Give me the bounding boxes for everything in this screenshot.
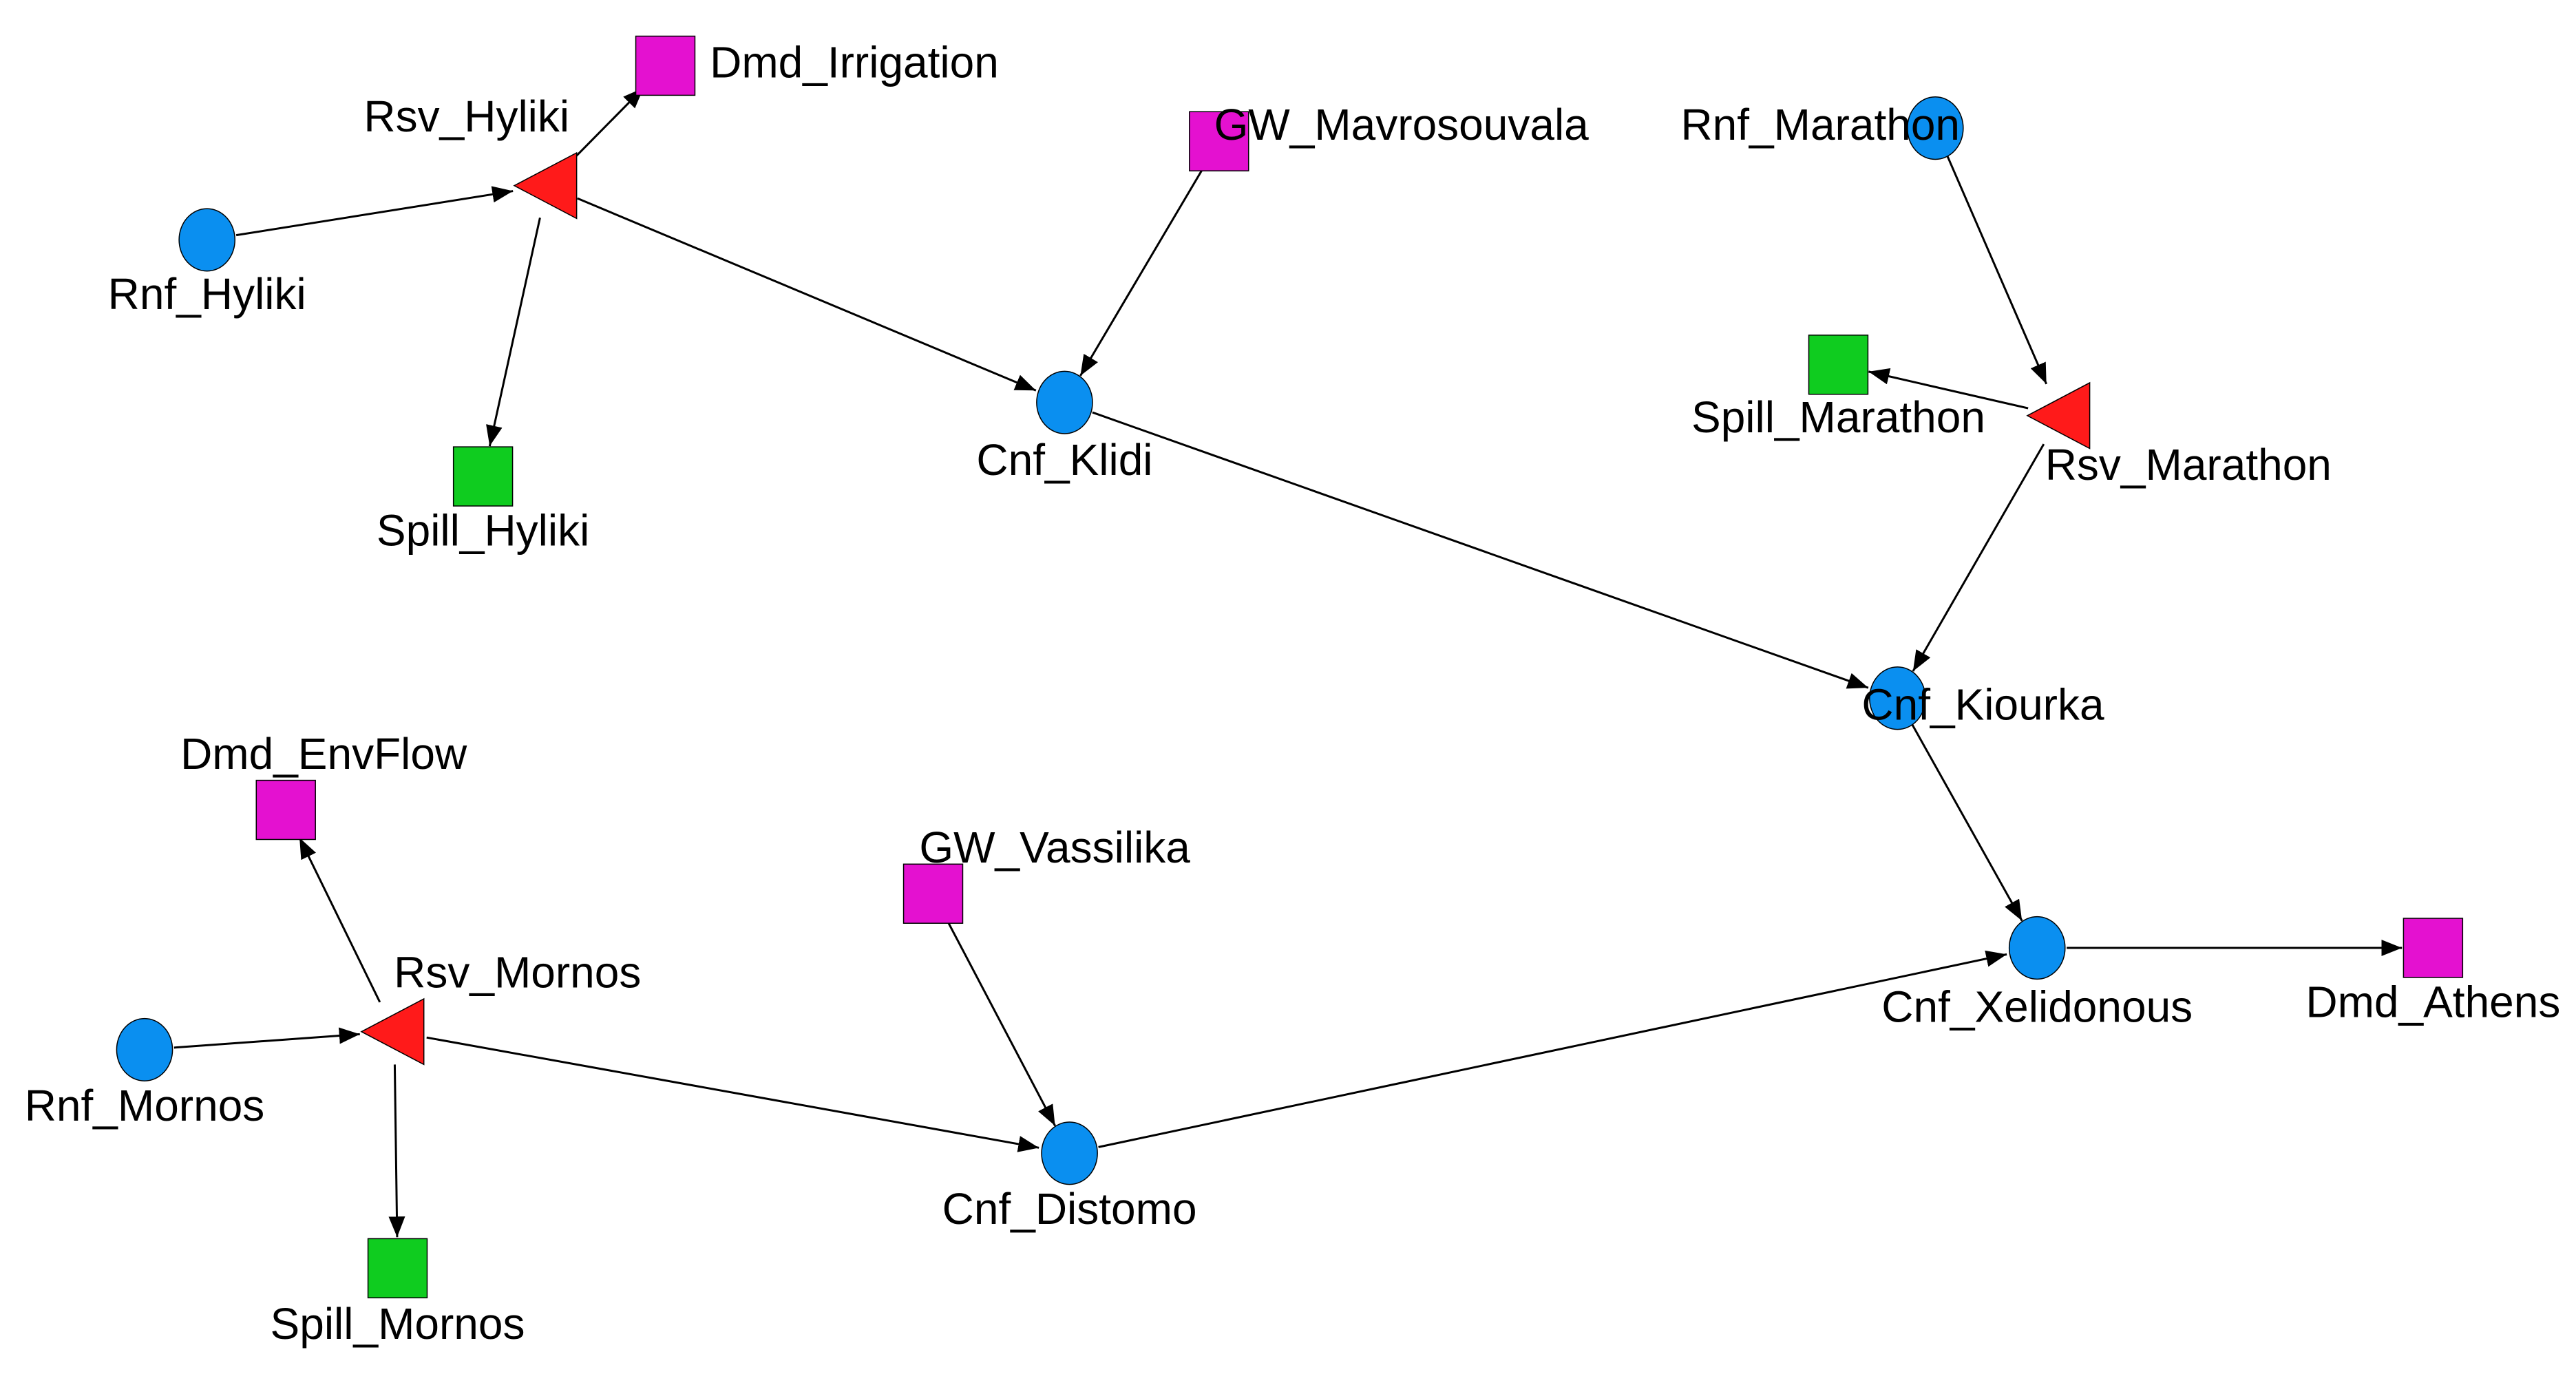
node-label-cnf-kiourka: Cnf_Kiourka [1861, 679, 2104, 729]
node-label-rnf-mornos: Rnf_Mornos [25, 1081, 265, 1130]
node-cnf-distomo[interactable] [1041, 1121, 1098, 1185]
edge-Rsv_Marathon-to-Cnf_Kiourka [1912, 443, 2045, 672]
node-spill-marathon[interactable] [1808, 335, 1869, 395]
node-gw-mavrosouvala[interactable] [1189, 111, 1249, 171]
node-label-gw-vassilika: GW_Vassilika [919, 823, 1190, 872]
edge-Cnf_Kiourka-to-Cnf_Xelidonous [1911, 723, 2023, 922]
node-spill-mornos[interactable] [367, 1238, 428, 1299]
node-label-spill-hyliki: Spill_Hyliki [377, 506, 589, 556]
edge-Cnf_Klidi-to-Cnf_Kiourka [1092, 411, 1869, 689]
node-label-gw-mavrosouvala: GW_Mavrosouvala [1214, 100, 1590, 149]
node-rnf-mornos[interactable] [116, 1017, 173, 1082]
node-label-rsv-marathon: Rsv_Marathon [2045, 440, 2332, 489]
node-cnf-kiourka[interactable] [1869, 666, 1926, 730]
node-dmd-irrigation[interactable] [635, 35, 696, 96]
node-label-cnf-distomo: Cnf_Distomo [942, 1184, 1197, 1234]
node-spill-hyliki[interactable] [452, 446, 514, 507]
edge-Rsv_Hyliki-to-Dmd_Irrigation [569, 87, 644, 163]
node-cnf-klidi[interactable] [1036, 370, 1093, 434]
node-dmd-athens[interactable] [2403, 918, 2464, 978]
edge-Rnf_Marathon-to-Rsv_Marathon [1946, 154, 2048, 385]
edge-GW_Vassilika-to-Cnf_Distomo [946, 919, 1056, 1127]
node-label-spill-marathon: Spill_Marathon [1691, 392, 1985, 442]
nodes-layer [116, 35, 2464, 1299]
node-label-cnf-klidi: Cnf_Klidi [976, 435, 1152, 485]
node-label-dmd-athens: Dmd_Athens [2305, 977, 2560, 1026]
edge-Rsv_Marathon-to-Spill_Marathon [1868, 368, 2029, 410]
node-label-spill-mornos: Spill_Mornos [271, 1299, 525, 1349]
edge-Rsv_Hyliki-to-Spill_Hyliki [486, 217, 541, 447]
edge-Rnf_Hyliki-to-Rsv_Hyliki [235, 186, 514, 237]
edge-Rsv_Mornos-to-Dmd_EnvFlow [298, 837, 381, 1003]
node-rnf-marathon[interactable] [1906, 96, 1964, 160]
node-label-rnf-hyliki: Rnf_Hyliki [108, 269, 306, 319]
edge-Rsv_Hyliki-to-Cnf_Klidi [577, 197, 1037, 392]
labels-layer: Rnf_Hyliki Rsv_Hyliki Dmd_IrrigationSpill_… [25, 37, 2561, 1349]
node-gw-vassilika[interactable] [902, 863, 964, 924]
node-label-rsv-hyliki: Rsv_Hyliki [363, 92, 569, 141]
edge-Rsv_Mornos-to-Spill_Mornos [388, 1064, 405, 1238]
edges-layer [173, 87, 2403, 1238]
edge-Rsv_Mornos-to-Cnf_Distomo [426, 1036, 1039, 1152]
node-rsv-hyliki[interactable] [513, 151, 578, 220]
node-dmd-envflow[interactable] [255, 779, 316, 841]
node-label-dmd-irrigation: Dmd_Irrigation [710, 37, 999, 87]
node-label-cnf-xelidonous: Cnf_Xelidonous [1881, 982, 2193, 1032]
node-label-rsv-mornos: Rsv_Mornos [394, 947, 641, 997]
node-label-rnf-marathon: Rnf_Marathon [1680, 100, 1960, 149]
node-label-dmd-envflow: Dmd_EnvFlow [180, 729, 467, 779]
node-rsv-mornos[interactable] [360, 997, 425, 1066]
edge-Rnf_Mornos-to-Rsv_Mornos [173, 1027, 360, 1049]
edge-GW_Mavrosouvala-to-Cnf_Klidi [1079, 166, 1205, 377]
node-rnf-hyliki[interactable] [178, 208, 236, 272]
edge-Cnf_Distomo-to-Cnf_Xelidonous [1098, 950, 2007, 1148]
node-rsv-marathon[interactable] [2026, 381, 2091, 450]
node-cnf-xelidonous[interactable] [2008, 916, 2066, 980]
